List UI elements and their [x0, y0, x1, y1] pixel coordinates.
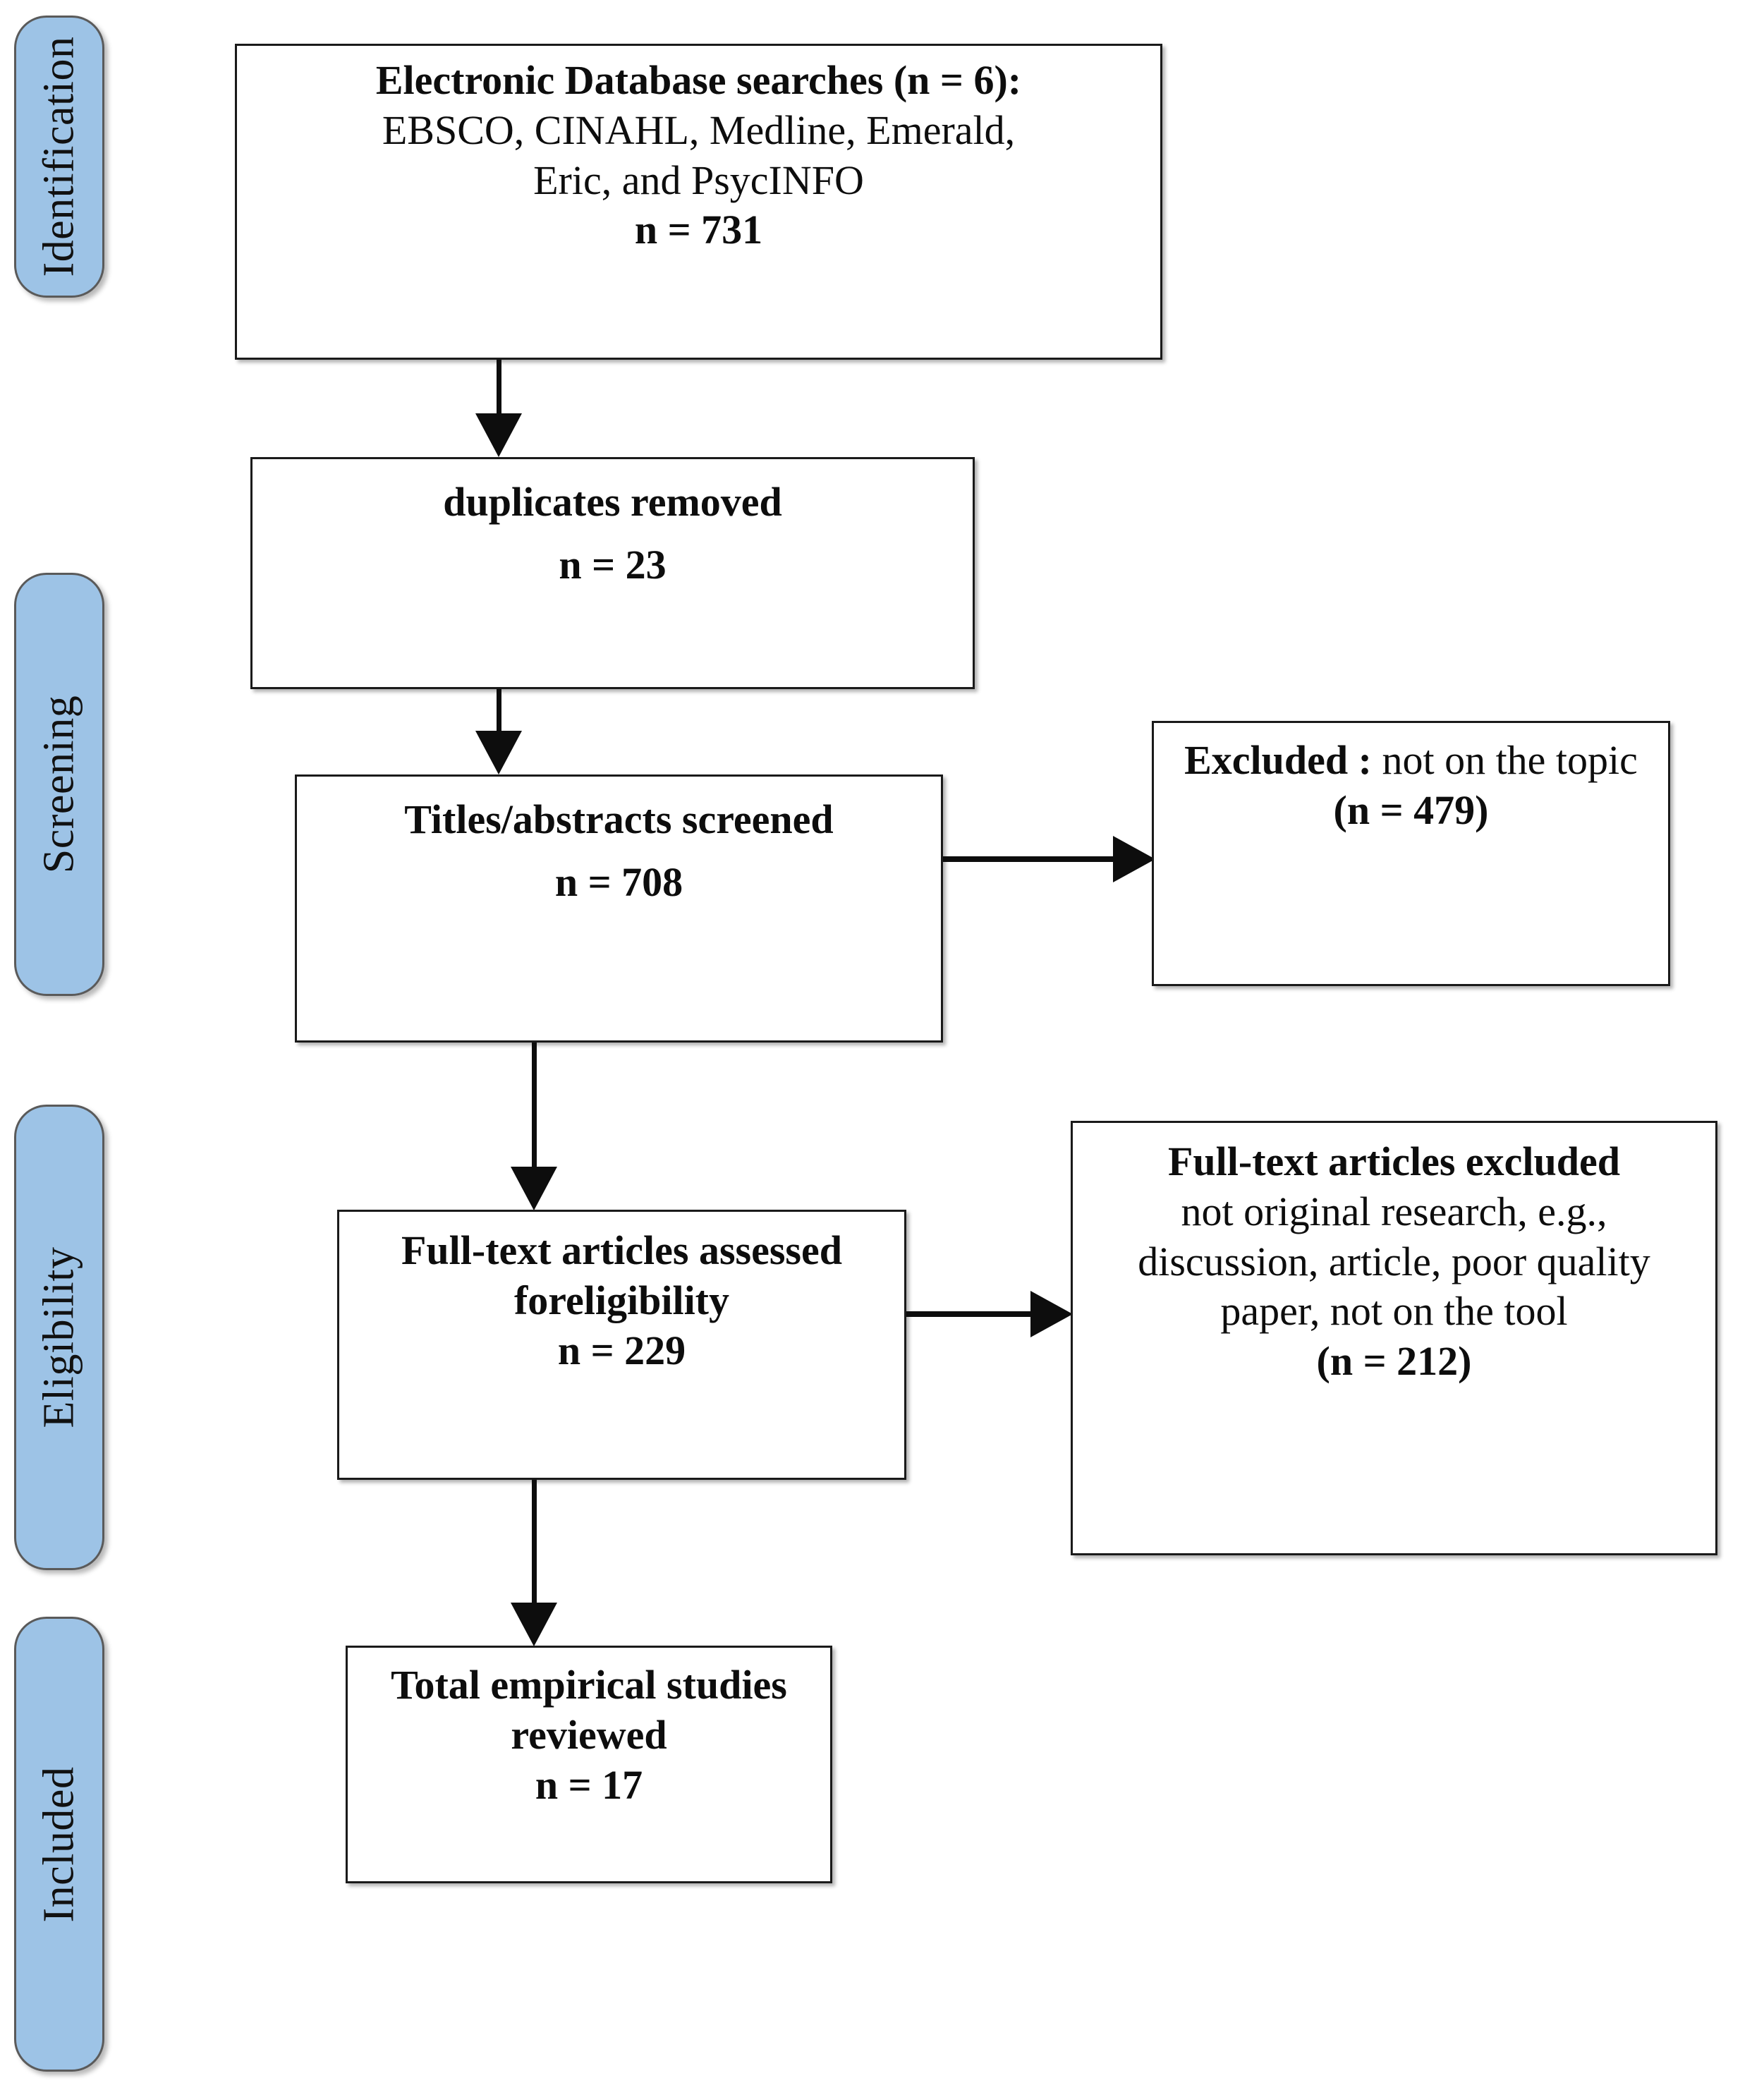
arrowhead-assessed-to-included	[511, 1603, 557, 1646]
stage-label-included: Included	[35, 1766, 83, 1922]
connector-assessed-to-included	[532, 1480, 537, 1607]
screened-count: n = 708	[554, 858, 683, 905]
arrowhead-screened-to-assessed	[511, 1167, 557, 1210]
identification-sources-line-1: EBSCO, CINAHL, Medline, Emerald,	[382, 107, 1016, 153]
identification-title: Electronic Database searches (n = 6):	[375, 57, 1022, 103]
stage-identification: Identification	[14, 16, 104, 298]
box-fulltext-excluded: Full-text articles excluded not original…	[1071, 1121, 1717, 1555]
fulltext-excluded-reason-line-1: not original research, e.g.,	[1181, 1188, 1607, 1234]
connector-screened-to-assessed	[532, 1043, 537, 1169]
box-titles-abstracts-screened: Titles/abstracts screened n = 708	[295, 774, 943, 1043]
arrowhead-identification-to-duplicates	[475, 413, 522, 457]
fulltext-excluded-reason-line-3: paper, not on the tool	[1220, 1288, 1568, 1335]
stage-label-identification: Identification	[35, 36, 83, 277]
connector-screened-to-excluded	[943, 856, 1116, 862]
screened-title: Titles/abstracts screened	[404, 796, 834, 842]
duplicates-count: n = 23	[559, 541, 667, 588]
stage-label-screening: Screening	[35, 695, 83, 874]
connector-identification-to-duplicates	[497, 360, 501, 416]
duplicates-title: duplicates removed	[443, 479, 782, 525]
screening-excluded-label-bold: Excluded :	[1184, 737, 1372, 783]
included-count: n = 17	[535, 1761, 643, 1808]
assessed-title-line-2: foreligibility	[513, 1277, 729, 1323]
assessed-count: n = 229	[557, 1327, 686, 1373]
box-total-studies-included: Total empirical studies reviewed n = 17	[346, 1646, 832, 1883]
box-fulltext-assessed: Full-text articles assessed foreligibili…	[337, 1210, 906, 1480]
spacer	[297, 845, 941, 858]
box-duplicates-removed: duplicates removed n = 23	[250, 457, 975, 689]
stage-label-eligibility: Eligibility	[35, 1246, 83, 1428]
spacer	[253, 528, 973, 540]
included-title-line-2: reviewed	[511, 1711, 667, 1758]
fulltext-excluded-reason-line-2: discussion, article, poor quality	[1138, 1238, 1650, 1284]
screening-excluded-label: Excluded : not on the topic	[1154, 736, 1668, 786]
arrowhead-assessed-to-fulltext-excluded	[1030, 1291, 1073, 1337]
box-screening-excluded: Excluded : not on the topic (n = 479)	[1152, 721, 1670, 986]
connector-assessed-to-fulltext-excluded	[906, 1311, 1033, 1317]
connector-duplicates-to-screened	[497, 689, 501, 733]
identification-sources-line-2: Eric, and PsycINFO	[533, 157, 864, 203]
included-title-line-1: Total empirical studies	[391, 1662, 787, 1708]
screening-excluded-count: (n = 479)	[1333, 786, 1489, 833]
box-identification-searches: Electronic Database searches (n = 6): EB…	[235, 44, 1162, 360]
fulltext-excluded-title: Full-text articles excluded	[1167, 1138, 1621, 1184]
stage-eligibility: Eligibility	[14, 1105, 104, 1570]
assessed-title-line-1: Full-text articles assessed	[401, 1227, 842, 1273]
identification-count: n = 731	[634, 207, 763, 253]
arrowhead-screened-to-excluded	[1113, 836, 1155, 882]
screening-excluded-label-reason: not on the topic	[1371, 737, 1638, 783]
fulltext-excluded-count: (n = 212)	[1316, 1338, 1472, 1384]
arrowhead-duplicates-to-screened	[475, 731, 522, 774]
stage-screening: Screening	[14, 573, 104, 996]
stage-included: Included	[14, 1617, 104, 2072]
